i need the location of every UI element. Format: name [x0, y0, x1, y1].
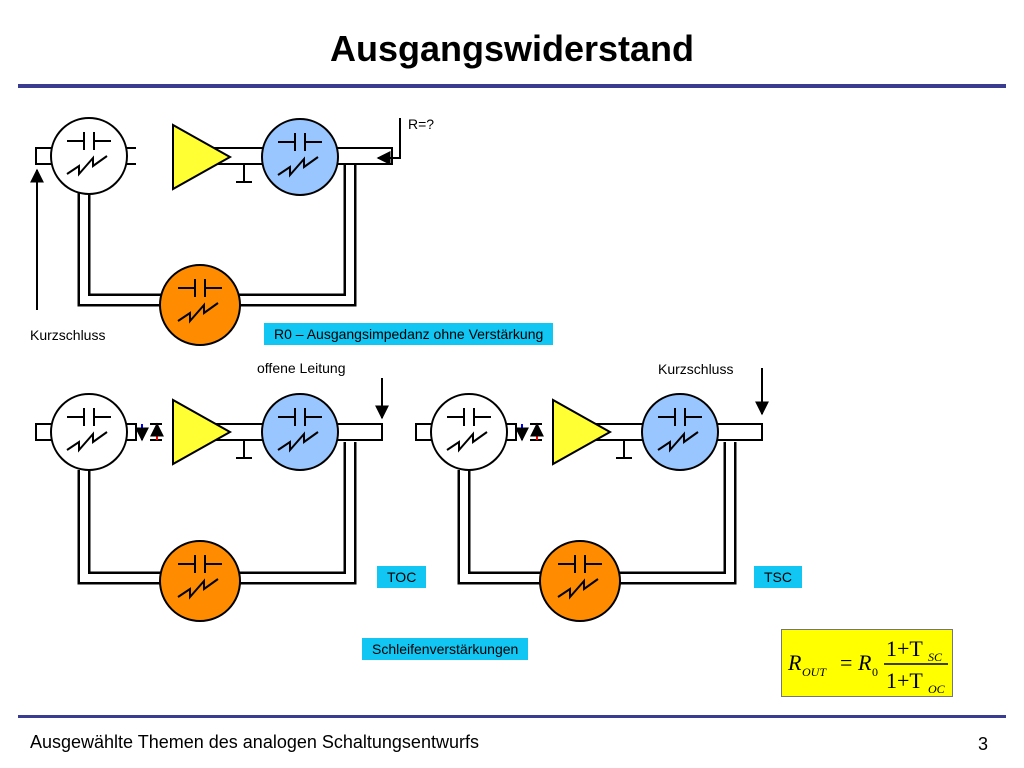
right-circuit — [415, 368, 769, 622]
page-number: 3 — [977, 734, 988, 754]
top-orange-twoport — [159, 264, 241, 346]
page-title: Ausgangswiderstand — [329, 28, 695, 69]
left-orange-twoport — [159, 540, 241, 622]
footer-text: Ausgewählte Themen des analogen Schaltun… — [30, 732, 479, 752]
resistance-label: R=? — [408, 116, 435, 132]
formula-numerator: 1+T — [886, 636, 923, 661]
formula-lhs-sub: OUT — [802, 665, 827, 679]
r0-caption: R0 – Ausgangsimpedanz ohne Verstärkung — [264, 323, 554, 345]
formula-numerator-sub: SC — [928, 650, 943, 664]
right-orange-twoport — [539, 540, 621, 622]
output-resistance-formula: R OUT = R 0 1+T SC 1+T OC — [781, 629, 953, 697]
right-ground-symbol — [616, 440, 632, 459]
left-ground-symbol — [236, 440, 252, 459]
open-line-label: offene Leitung — [257, 360, 346, 376]
top-amplifier — [172, 123, 233, 191]
formula-equals: = — [840, 650, 852, 675]
formula-svg: R OUT = R 0 1+T SC 1+T OC — [787, 636, 948, 696]
footer-divider — [18, 715, 1006, 718]
top-blue-twoport — [261, 118, 339, 196]
top-resistance-arrow — [376, 118, 401, 165]
top-ground-symbol — [236, 164, 252, 183]
formula-rhs-factor-sub: 0 — [872, 665, 878, 679]
formula-lhs: R — [787, 650, 802, 675]
title-divider — [18, 84, 1006, 88]
left-white-twoport — [50, 393, 128, 471]
left-blue-twoport — [261, 393, 339, 471]
formula-rhs-factor: R — [857, 650, 872, 675]
formula-denominator: 1+T — [886, 668, 923, 693]
tsc-caption: TSC — [754, 566, 802, 588]
top-white-twoport — [50, 117, 128, 195]
right-blue-twoport — [641, 393, 719, 471]
top-short-circuit-label: Kurzschluss — [30, 327, 106, 343]
left-amplifier — [172, 398, 233, 466]
toc-caption: TOC — [377, 566, 427, 588]
right-white-twoport — [430, 393, 508, 471]
right-amplifier — [552, 398, 613, 466]
left-circuit — [35, 378, 389, 622]
top-circuit — [30, 117, 401, 346]
loop-gain-caption: Schleifenverstärkungen — [362, 638, 529, 660]
formula-denominator-sub: OC — [928, 682, 946, 696]
right-short-circuit-label: Kurzschluss — [658, 361, 734, 377]
